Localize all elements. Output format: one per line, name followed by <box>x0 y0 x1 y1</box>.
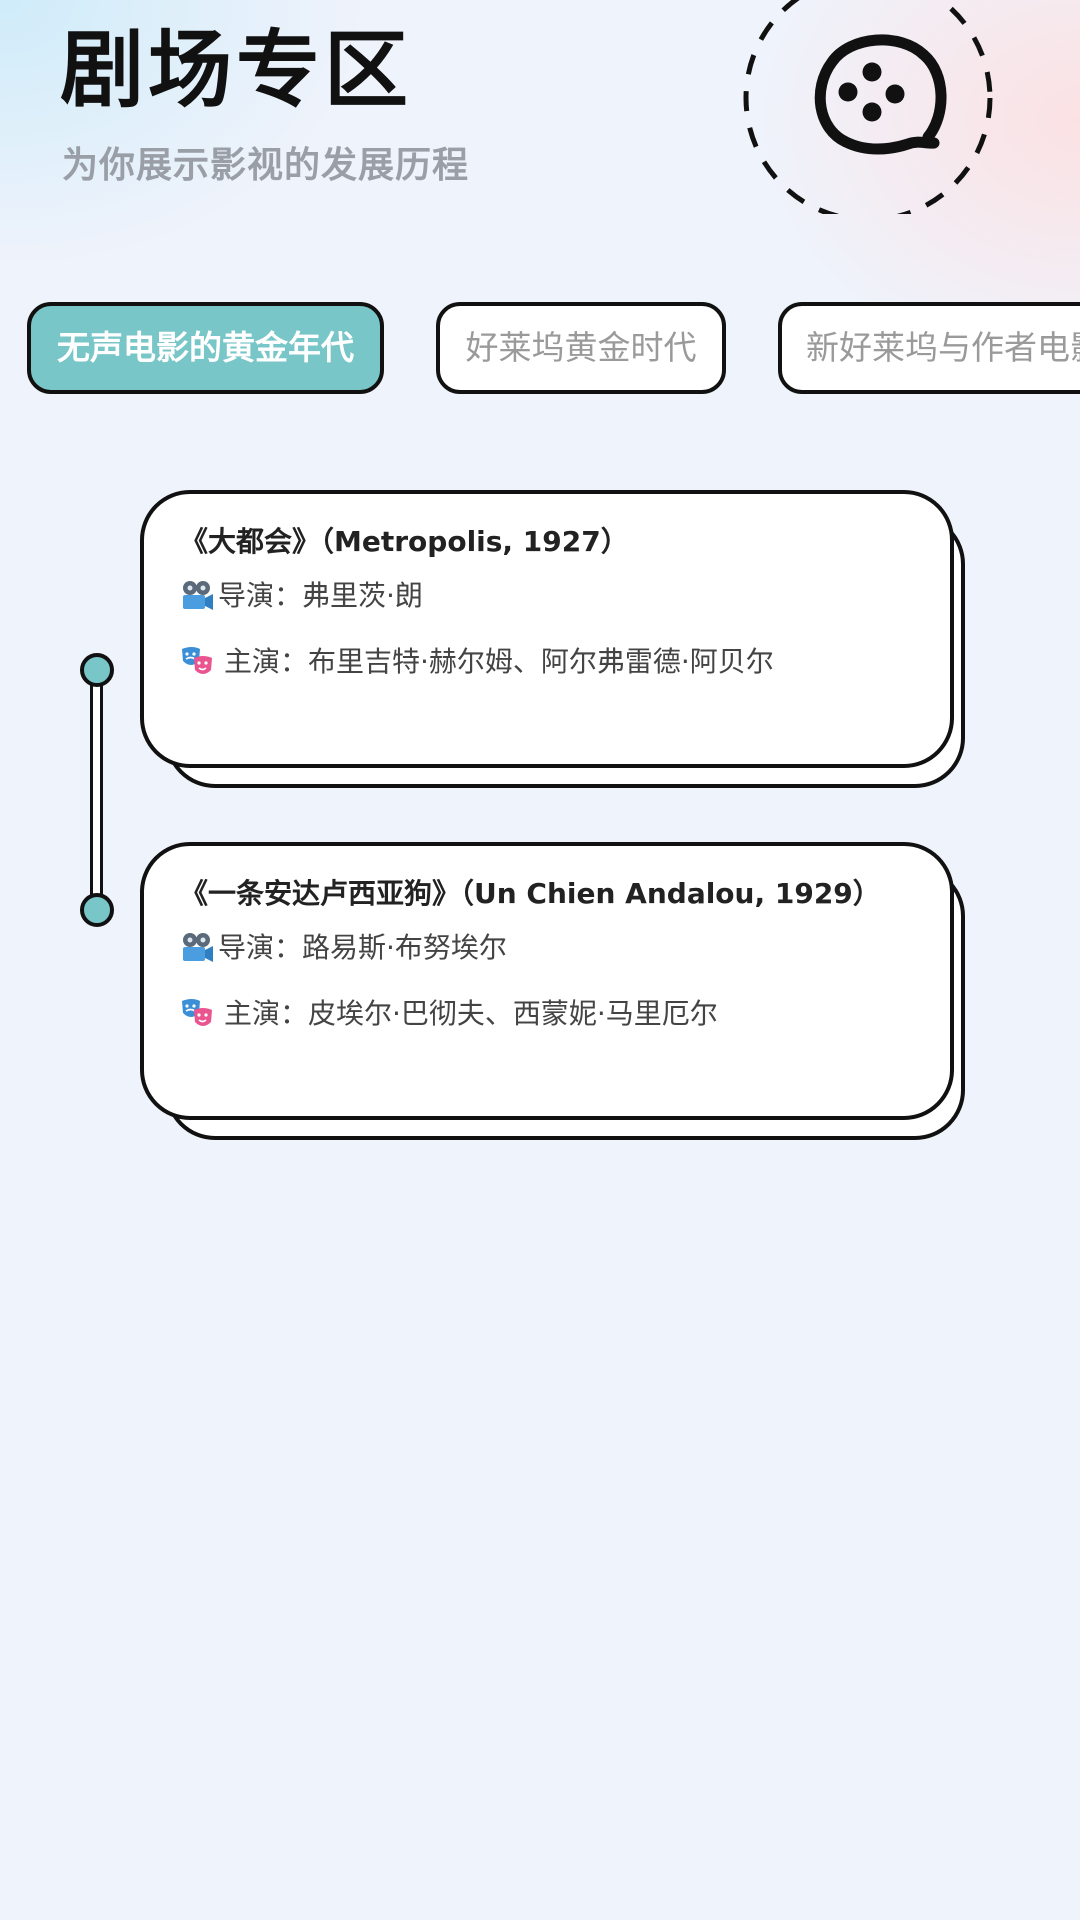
tab-new-hollywood[interactable]: 新好莱坞与作者电影 <box>778 302 1080 394</box>
tab-hollywood-golden-age[interactable]: 好莱坞黄金时代 <box>436 302 726 394</box>
movie-cast-row: 主演：布里吉特·赫尔姆、阿尔弗雷德·阿贝尔 <box>180 642 950 682</box>
timeline-dot <box>80 653 114 687</box>
theater-masks-icon <box>182 647 212 674</box>
movie-cast-row: 主演：皮埃尔·巴彻夫、西蒙妮·马里厄尔 <box>180 994 950 1034</box>
era-tabs: 无声电影的黄金年代 好莱坞黄金时代 新好莱坞与作者电影 <box>0 300 1080 402</box>
page-subtitle: 为你展示影视的发展历程 <box>62 145 470 186</box>
page-title: 剧场专区 <box>60 21 413 119</box>
movie-title: 《一条安达卢西亚狗》（Un Chien Andalou, 1929） <box>180 877 881 910</box>
movie-camera-icon <box>183 933 213 962</box>
movie-cast: 主演：布里吉特·赫尔姆、阿尔弗雷德·阿贝尔 <box>224 645 774 678</box>
movie-card-un-chien-andalou[interactable]: 《一条安达卢西亚狗》（Un Chien Andalou, 1929） 导演：路易… <box>140 842 954 1120</box>
movie-director: 导演：路易斯·布努埃尔 <box>218 931 507 964</box>
timeline-dot <box>80 893 114 927</box>
movie-camera-icon <box>183 581 213 610</box>
theater-masks-icon <box>182 999 212 1026</box>
movie-director-row: 导演：路易斯·布努埃尔 <box>180 928 950 968</box>
movie-title: 《大都会》（Metropolis, 1927） <box>180 525 629 558</box>
timeline-line <box>90 666 103 910</box>
movie-director: 导演：弗里茨·朗 <box>218 579 423 612</box>
movie-card-metropolis[interactable]: 《大都会》（Metropolis, 1927） 导演：弗里茨·朗 主演：布里吉特… <box>140 490 954 768</box>
tab-silent-film-golden-age[interactable]: 无声电影的黄金年代 <box>27 302 384 394</box>
movie-director-row: 导演：弗里茨·朗 <box>180 576 950 616</box>
movie-cast: 主演：皮埃尔·巴彻夫、西蒙妮·马里厄尔 <box>224 997 718 1030</box>
film-reel-icon <box>743 0 993 214</box>
